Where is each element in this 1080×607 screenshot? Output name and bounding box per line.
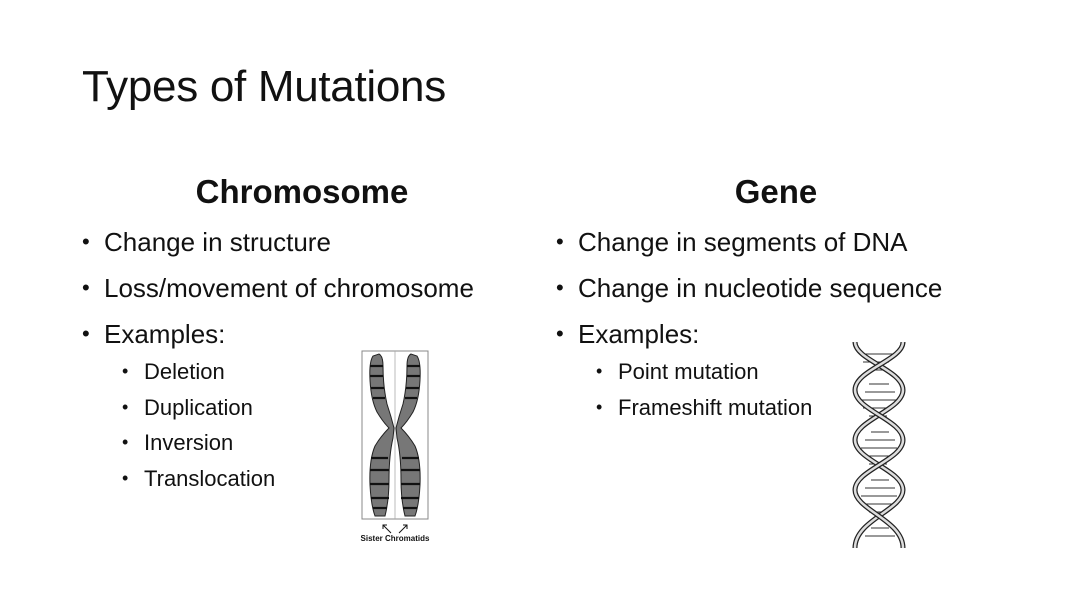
bullet-dot: •	[82, 275, 90, 300]
bullet-dot: •	[82, 321, 90, 346]
chromosome-illustration	[361, 350, 429, 534]
sub-bullet-text: Point mutation	[618, 359, 759, 384]
sub-list-container: • Deletion • Duplication • Inversion • T…	[82, 354, 532, 496]
sub-bullet-item: • Deletion	[122, 354, 532, 390]
bullet-text: Loss/movement of chromosome	[104, 273, 474, 303]
bullet-text: Examples:	[104, 319, 226, 349]
sub-bullet-text: Frameshift mutation	[618, 394, 813, 420]
bullet-text: Examples:	[578, 319, 700, 349]
bullet-dot: •	[122, 361, 129, 381]
bullet-dot: •	[556, 275, 564, 300]
sub-bullet-item: • Point mutation	[596, 354, 996, 390]
bullet-dot: •	[122, 467, 129, 488]
chromosome-image-caption: Sister Chromatids	[360, 534, 430, 543]
bullet-dot: •	[122, 432, 129, 452]
chromosome-bullet-list: • Change in structure • Loss/movement of…	[82, 226, 532, 496]
sub-bullet-text: Inversion	[144, 430, 234, 455]
bullet-text: Change in nucleotide sequence	[578, 273, 943, 303]
sub-bullet-text: Deletion	[144, 359, 225, 384]
bullet-item: • Change in structure	[82, 226, 532, 258]
bullet-item: • Loss/movement of chromosome	[82, 272, 532, 304]
bullet-dot: •	[596, 361, 603, 381]
sub-bullet-item: • Inversion	[122, 425, 532, 461]
sub-bullet-item: • Duplication	[122, 390, 532, 426]
bullet-dot: •	[556, 321, 564, 346]
sub-list-container: • Point mutation • Frameshift mutation	[556, 354, 996, 425]
bullet-text: Change in segments of DNA	[578, 227, 908, 257]
bullet-item: • Change in nucleotide sequence	[556, 272, 996, 304]
bullet-item: • Examples:	[82, 318, 532, 350]
sub-bullet-item: • Frameshift mutation	[596, 390, 996, 426]
bullet-item: • Change in segments of DNA	[556, 226, 996, 258]
gene-heading: Gene	[734, 173, 818, 210]
slide-title: Types of Mutations	[82, 62, 446, 111]
gene-examples-list: • Point mutation • Frameshift mutation	[556, 354, 996, 425]
bullet-item: • Examples:	[556, 318, 996, 350]
sub-bullet-item: • Translocation	[122, 461, 532, 497]
sub-bullet-text: Translocation	[144, 465, 276, 491]
dna-helix-illustration	[852, 341, 906, 549]
bullet-dot: •	[596, 396, 603, 417]
bullet-text: Change in structure	[104, 227, 331, 257]
bullet-dot: •	[122, 396, 129, 417]
gene-bullet-list: • Change in segments of DNA • Change in …	[556, 226, 996, 425]
chromosome-heading: Chromosome	[195, 173, 409, 210]
chromosome-examples-list: • Deletion • Duplication • Inversion • T…	[82, 354, 532, 496]
sub-bullet-text: Duplication	[144, 394, 253, 420]
bullet-dot: •	[556, 229, 564, 254]
bullet-dot: •	[82, 229, 90, 254]
